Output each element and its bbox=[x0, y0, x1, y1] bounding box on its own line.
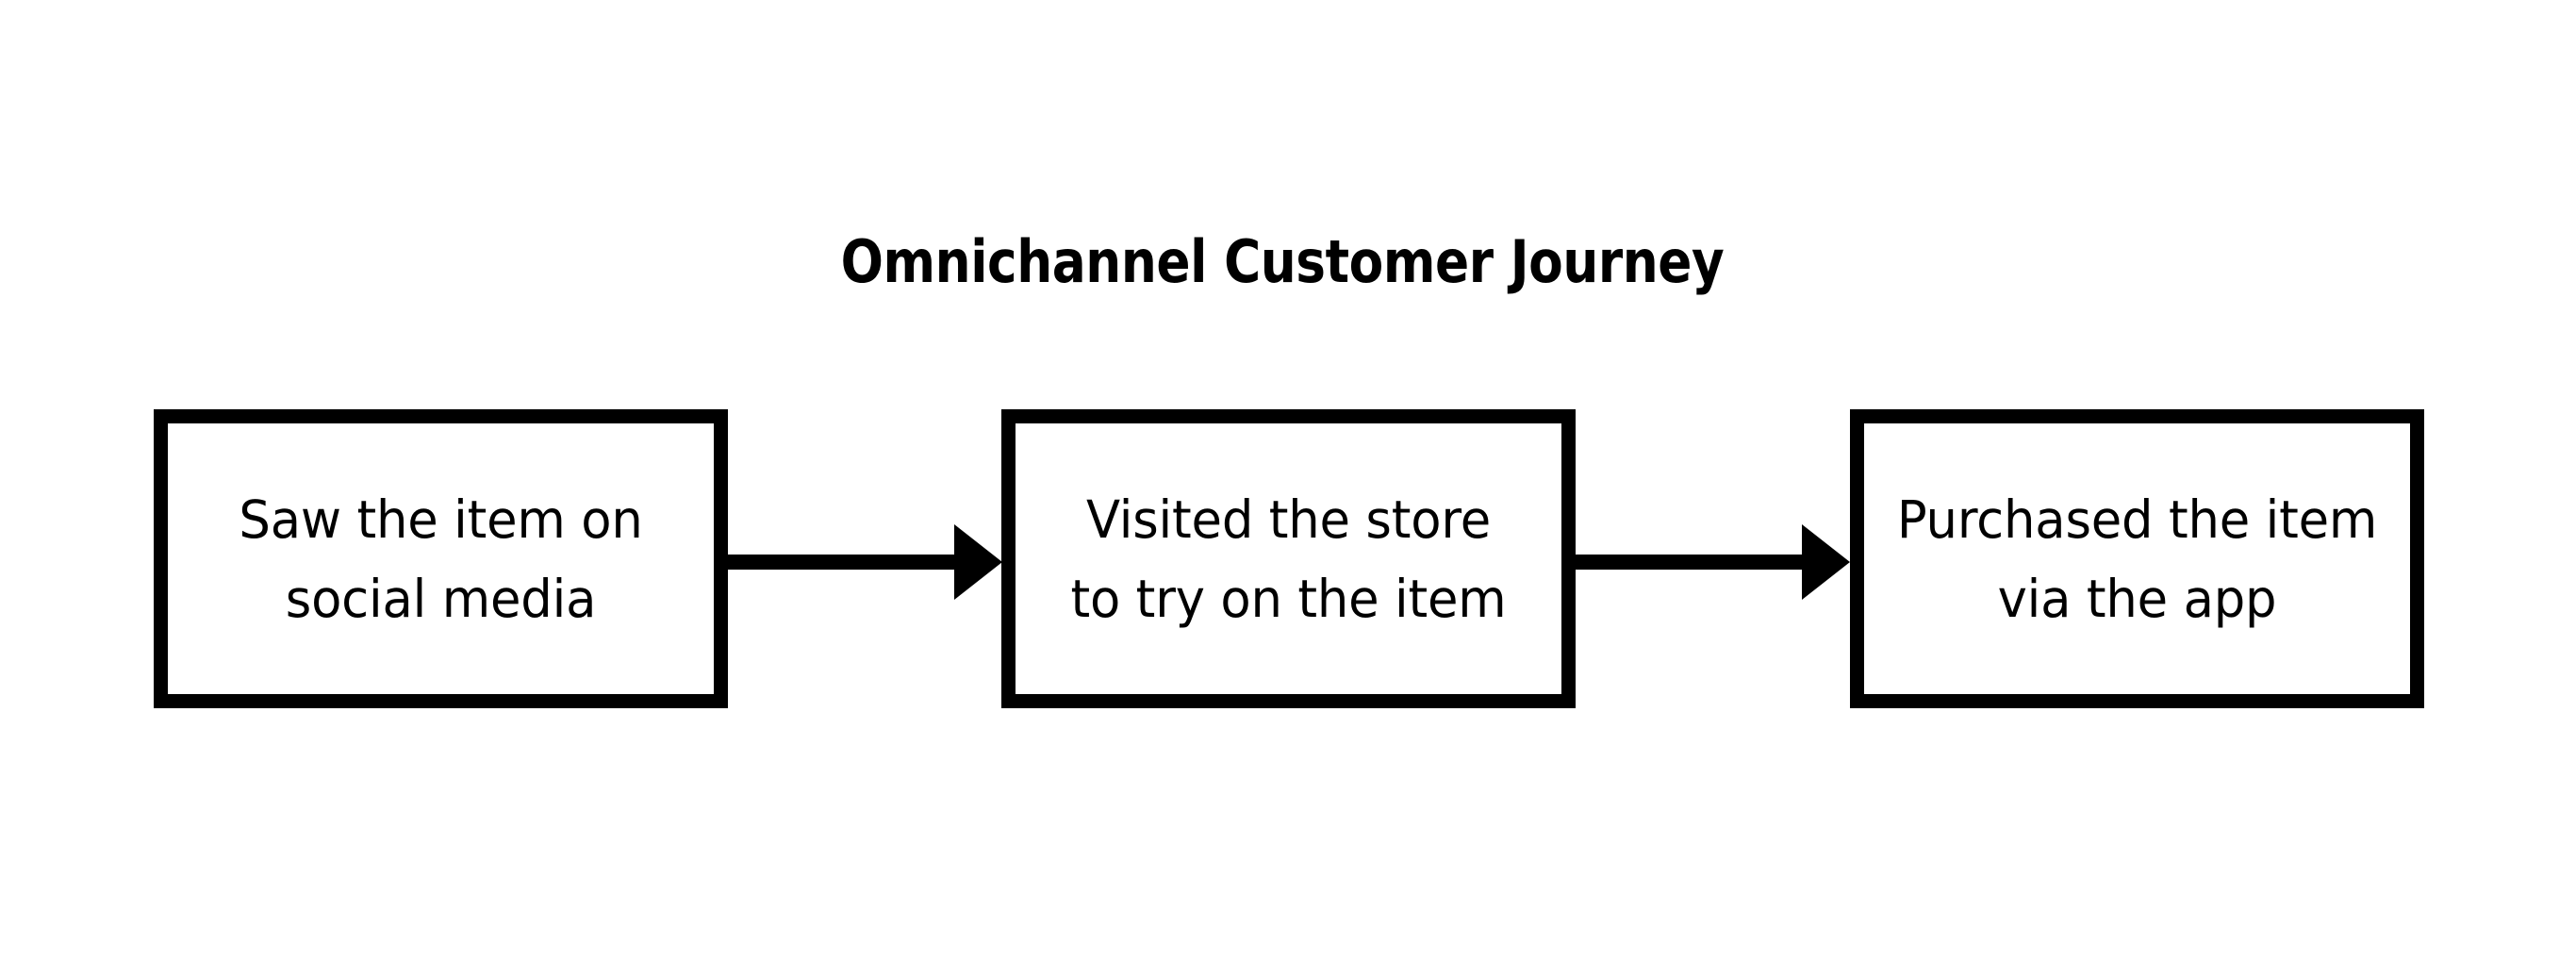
flow-node-1[interactable]: Saw the item on social media bbox=[154, 409, 728, 708]
arrow-shaft bbox=[1576, 555, 1805, 570]
flow-arrow-2 bbox=[1576, 524, 1850, 600]
flow-node-2[interactable]: Visited the store to try on the item bbox=[1001, 409, 1576, 708]
flow-arrow-1 bbox=[728, 524, 1002, 600]
flow-sequence: Saw the item on social media Visited the… bbox=[154, 409, 2424, 708]
flow-node-3-label: Purchased the item via the app bbox=[1896, 488, 2378, 629]
diagram-title: Omnichannel Customer Journey bbox=[840, 227, 1725, 296]
flow-node-2-label: Visited the store to try on the item bbox=[1070, 488, 1507, 629]
arrow-head-icon bbox=[1802, 524, 1850, 600]
arrow-shaft bbox=[728, 555, 957, 570]
flow-node-3[interactable]: Purchased the item via the app bbox=[1850, 409, 2424, 708]
flow-node-1-label: Saw the item on social media bbox=[239, 488, 643, 629]
arrow-head-icon bbox=[954, 524, 1002, 600]
